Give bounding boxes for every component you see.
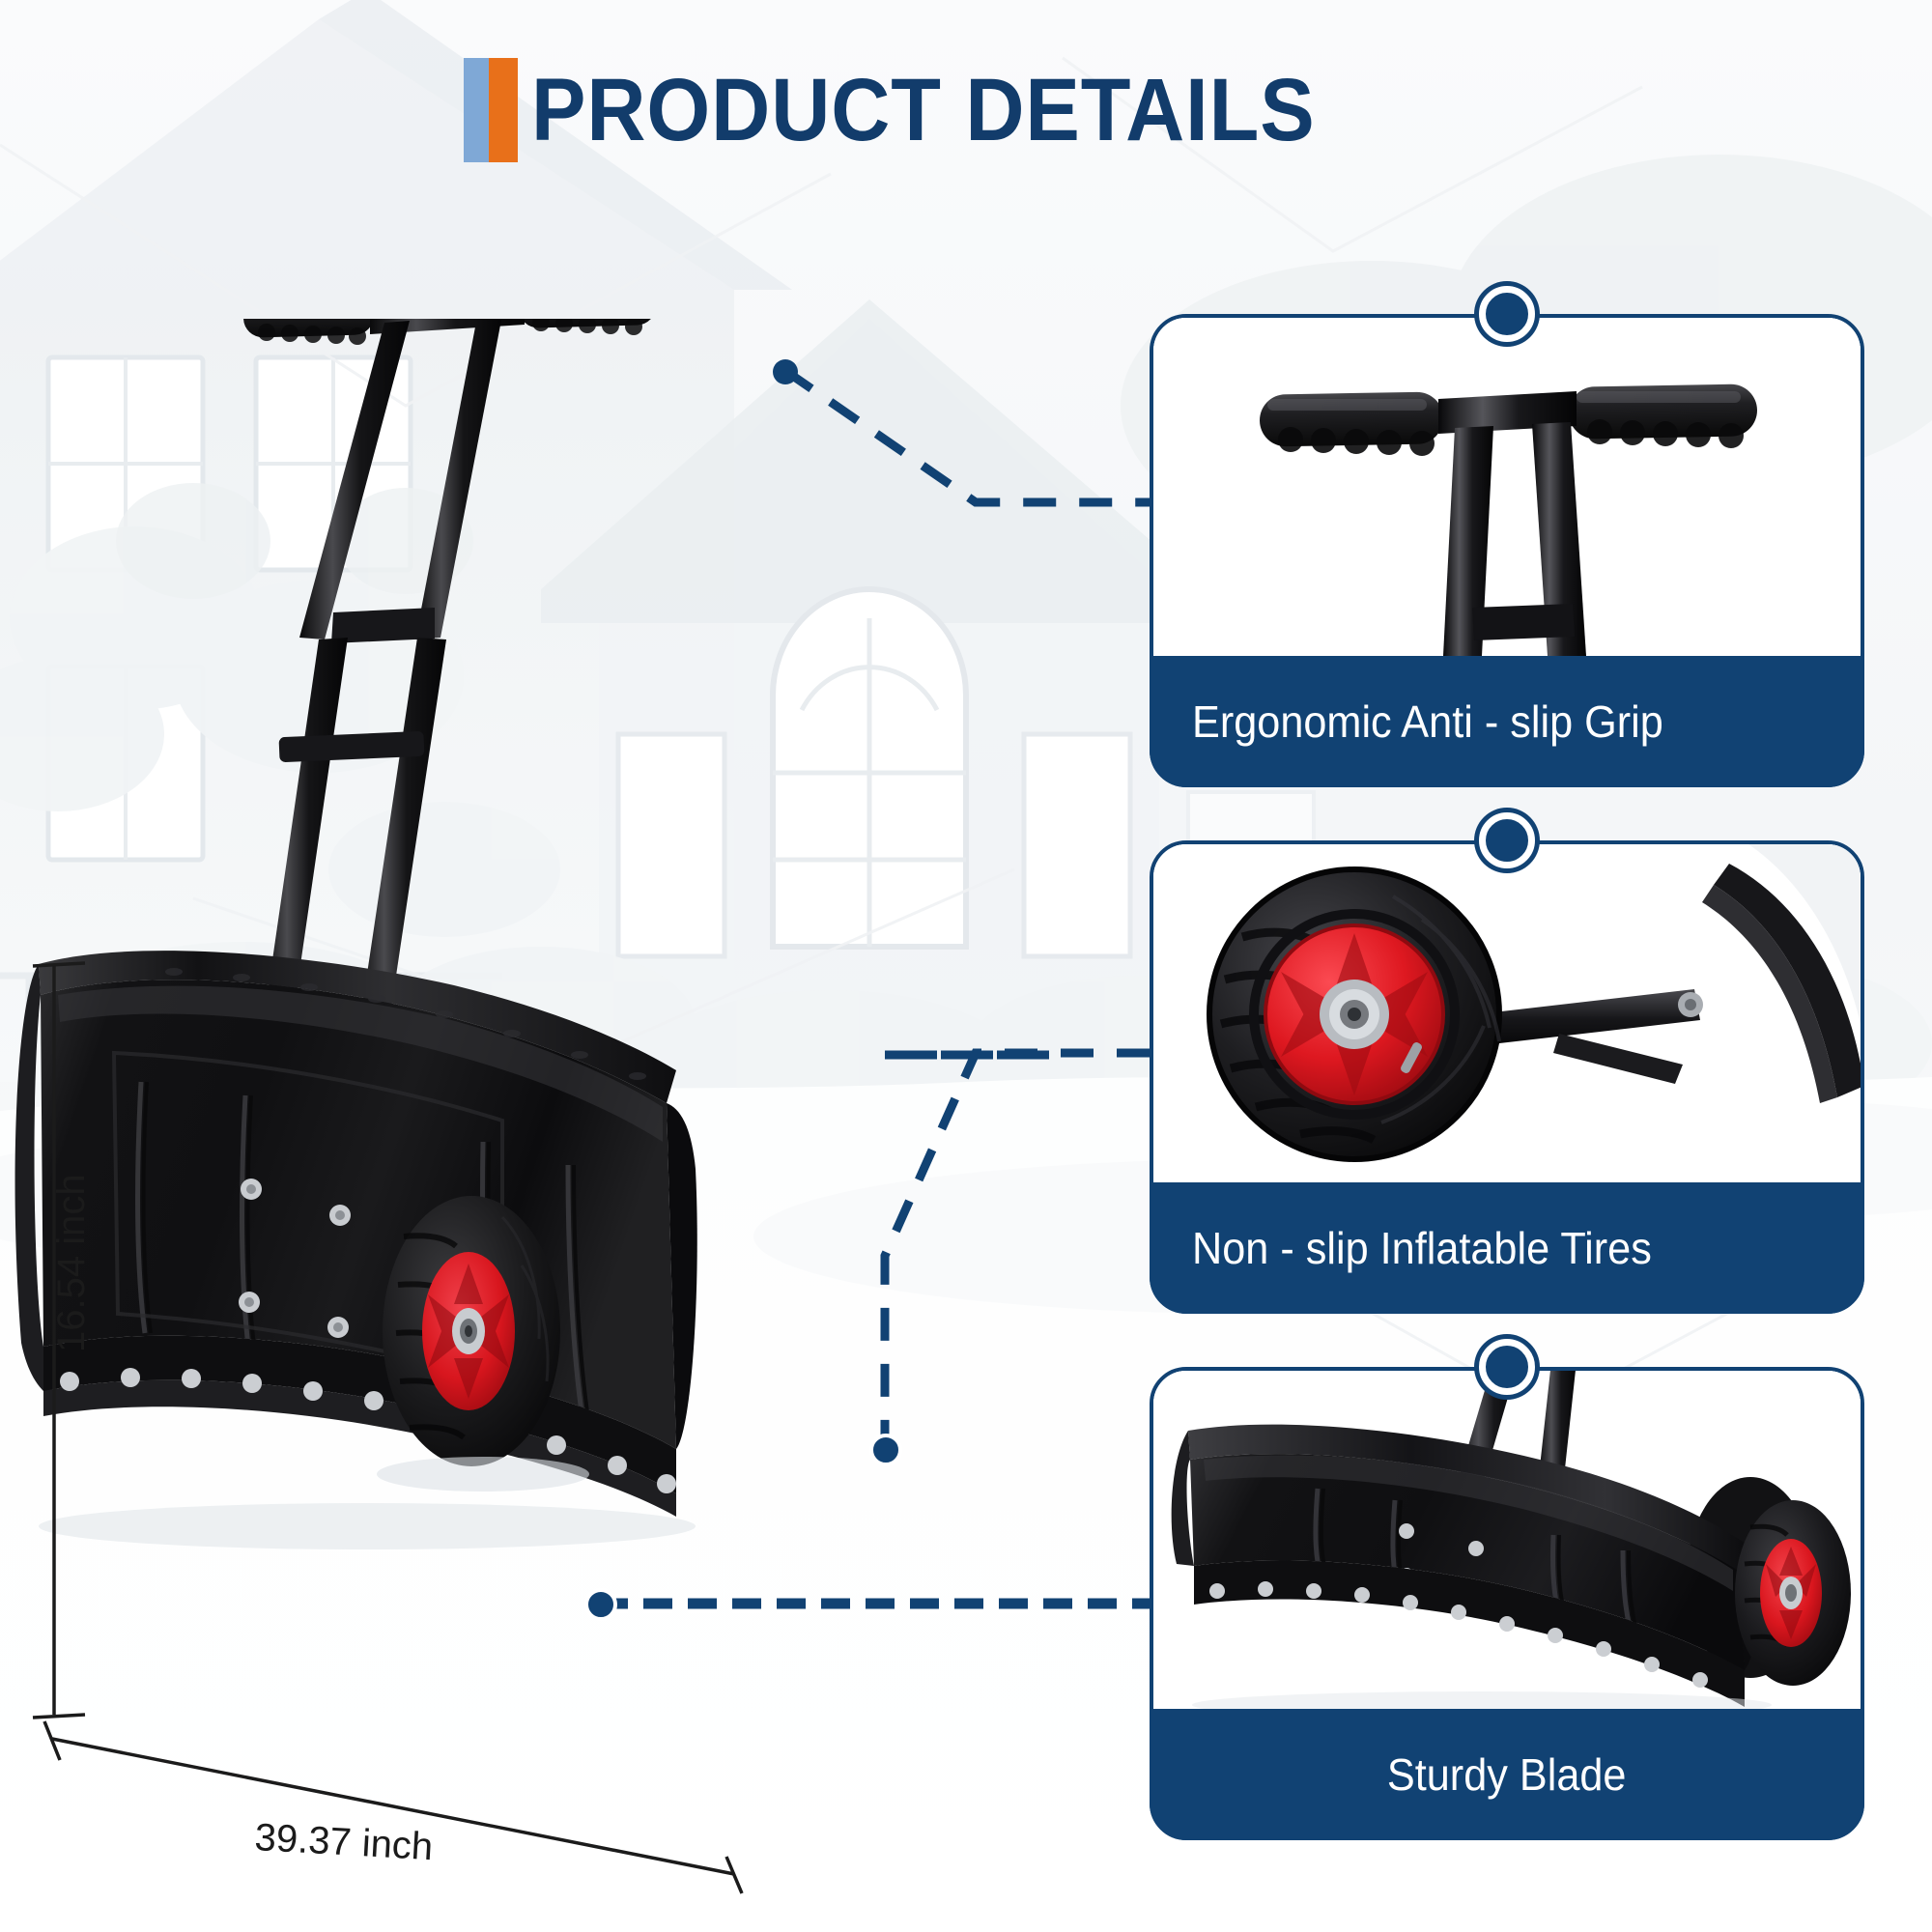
callout-label-grip: Ergonomic Anti - slip Grip [1150, 656, 1864, 787]
callout-image-tires [1153, 844, 1861, 1182]
grip-left [1260, 391, 1443, 456]
left-grip [243, 319, 374, 345]
dimension-guides [32, 961, 744, 1894]
page-title-row: PRODUCT DETAILS [464, 58, 1383, 162]
callout-node-grip-icon [1479, 286, 1535, 342]
callout-label-tires: Non - slip Inflatable Tires [1150, 1182, 1864, 1314]
accent-bar-orange-icon [489, 58, 518, 162]
inflatable-tire [1207, 867, 1502, 1162]
product-blade [14, 951, 697, 1517]
main-product-image [14, 319, 697, 1549]
grip-right [1569, 384, 1757, 448]
blade-mount-bolts [239, 1179, 351, 1338]
title-accent-bars [464, 58, 518, 162]
callout-image-grip [1153, 318, 1861, 656]
callout-label-blade: Sturdy Blade [1150, 1709, 1864, 1840]
callout-card-grip[interactable]: Ergonomic Anti - slip Grip [1150, 286, 1864, 787]
callout-card-tires[interactable]: Non - slip Inflatable Tires [1150, 812, 1864, 1314]
dimension-label-height: 16.54 inch [50, 1174, 93, 1352]
blade-edge-bolts [60, 1368, 676, 1493]
blade-card-tire [1735, 1500, 1851, 1686]
callout-card-blade[interactable]: Sturdy Blade [1150, 1339, 1864, 1840]
callout-node-blade-icon [1479, 1339, 1535, 1395]
anchor-dot-tire [869, 1434, 902, 1466]
anchor-dot-grip [773, 359, 798, 384]
accent-bar-blue-icon [464, 58, 489, 162]
anchor-dot-blade [584, 1588, 617, 1621]
callout-image-blade [1153, 1371, 1861, 1709]
page-title: PRODUCT DETAILS [531, 61, 1316, 159]
callout-node-tires-icon [1479, 812, 1535, 868]
product-front-wheel [383, 1196, 560, 1466]
right-grip [519, 319, 656, 335]
